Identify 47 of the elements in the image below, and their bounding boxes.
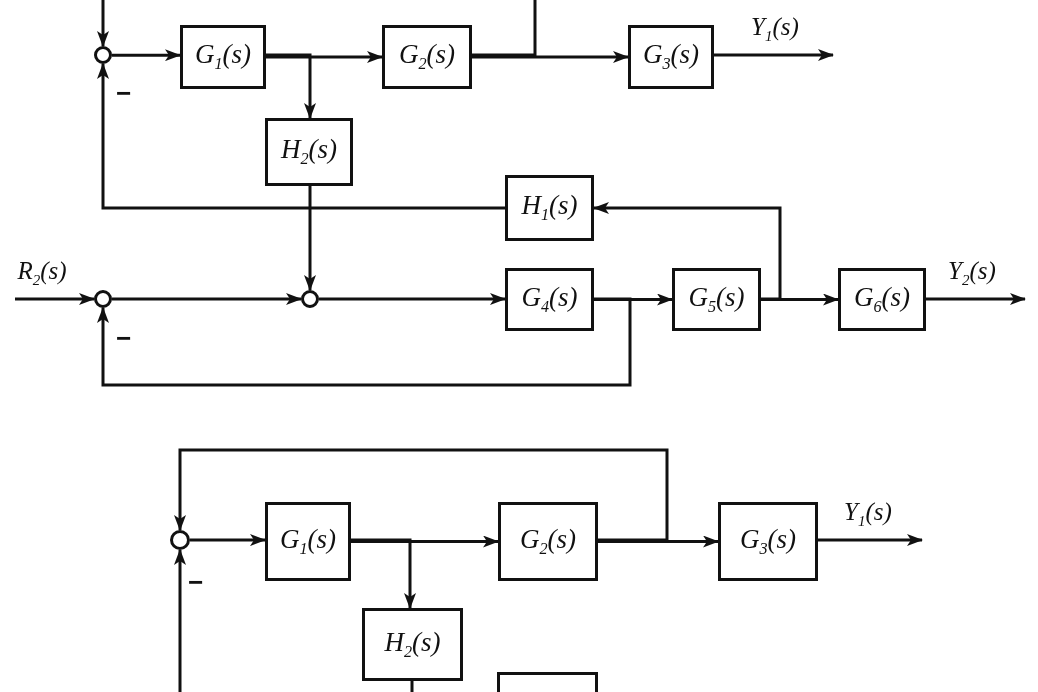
minus-sign: − xyxy=(116,325,132,351)
minus-sign: − xyxy=(188,569,204,595)
summing-junction xyxy=(301,290,319,308)
transfer-function-block: H$_{1}$(s) xyxy=(505,175,594,241)
summing-junction xyxy=(94,46,112,64)
arrow xyxy=(472,51,629,63)
connector-line xyxy=(410,681,414,692)
arrow xyxy=(593,202,782,301)
arrow xyxy=(351,535,499,548)
arrow xyxy=(266,51,383,63)
minus-sign: − xyxy=(116,80,132,106)
summing-junction xyxy=(170,530,190,550)
signal-label: R$_{2}$(s) xyxy=(17,258,67,288)
signal-label: Y$_{2}$(s) xyxy=(948,258,996,288)
arrow xyxy=(351,538,416,609)
block-box xyxy=(497,672,598,692)
arrow xyxy=(818,534,923,546)
transfer-function-block: H$_{2}$(s) xyxy=(362,608,463,681)
transfer-function-block: G$_{4}$(s) xyxy=(505,268,594,331)
transfer-function-block: G$_{3}$(s) xyxy=(718,502,818,581)
signal-label: Y$_{1}$(s) xyxy=(751,14,799,44)
arrow xyxy=(598,535,719,548)
arrow xyxy=(266,53,316,119)
arrow xyxy=(112,49,181,62)
transfer-function-block: G$_{1}$(s) xyxy=(265,502,351,581)
transfer-function-block: G$_{5}$(s) xyxy=(672,268,761,331)
connector-line xyxy=(472,0,537,57)
arrow xyxy=(190,534,266,547)
transfer-function-block: H$_{2}$(s) xyxy=(265,118,353,186)
arrow xyxy=(97,0,109,47)
arrow xyxy=(97,297,632,387)
transfer-function-block: G$_{2}$(s) xyxy=(382,25,472,89)
arrow xyxy=(304,186,316,291)
transfer-function-block: G$_{6}$(s) xyxy=(838,268,926,331)
signal-label: Y$_{1}$(s) xyxy=(844,499,892,529)
arrow xyxy=(319,293,506,305)
transfer-function-block: G$_{3}$(s) xyxy=(628,25,714,89)
summing-junction xyxy=(94,290,112,308)
arrow xyxy=(112,293,302,305)
transfer-function-block: G$_{1}$(s) xyxy=(180,25,266,89)
transfer-function-block: G$_{2}$(s) xyxy=(498,502,598,581)
arrow xyxy=(15,293,95,305)
arrow xyxy=(926,293,1026,305)
arrow xyxy=(714,49,834,61)
arrow xyxy=(174,549,186,692)
arrow xyxy=(97,63,505,210)
arrow xyxy=(174,448,669,542)
